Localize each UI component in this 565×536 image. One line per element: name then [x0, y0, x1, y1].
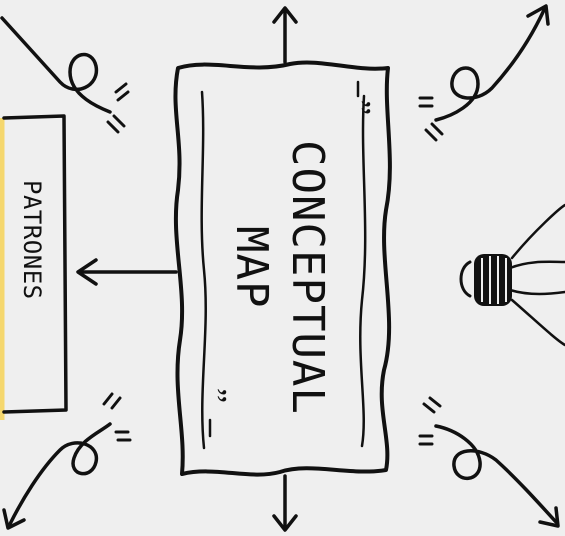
sparkle-marks-bottom-right — [420, 398, 440, 444]
central-quote-mark-bottom: ” — [196, 388, 233, 403]
lightbulb-icon — [461, 205, 565, 345]
squiggle-arrow-top-left — [2, 18, 110, 112]
side-node-label: PATRONES — [18, 180, 46, 300]
central-node-title-line2: MAP — [226, 226, 277, 308]
squiggle-arrow-top-right — [436, 6, 548, 120]
sparkle-marks-top-left — [108, 84, 128, 132]
central-quote-mark-top: ” — [340, 100, 377, 115]
central-node-title-line1: CONCEPTUAL — [282, 140, 333, 415]
central-node-inner-line-right — [360, 96, 365, 446]
sparkle-marks-bottom-left — [104, 394, 130, 440]
squiggle-arrow-bottom-left — [4, 424, 110, 528]
squiggle-arrow-bottom-right — [436, 426, 558, 526]
